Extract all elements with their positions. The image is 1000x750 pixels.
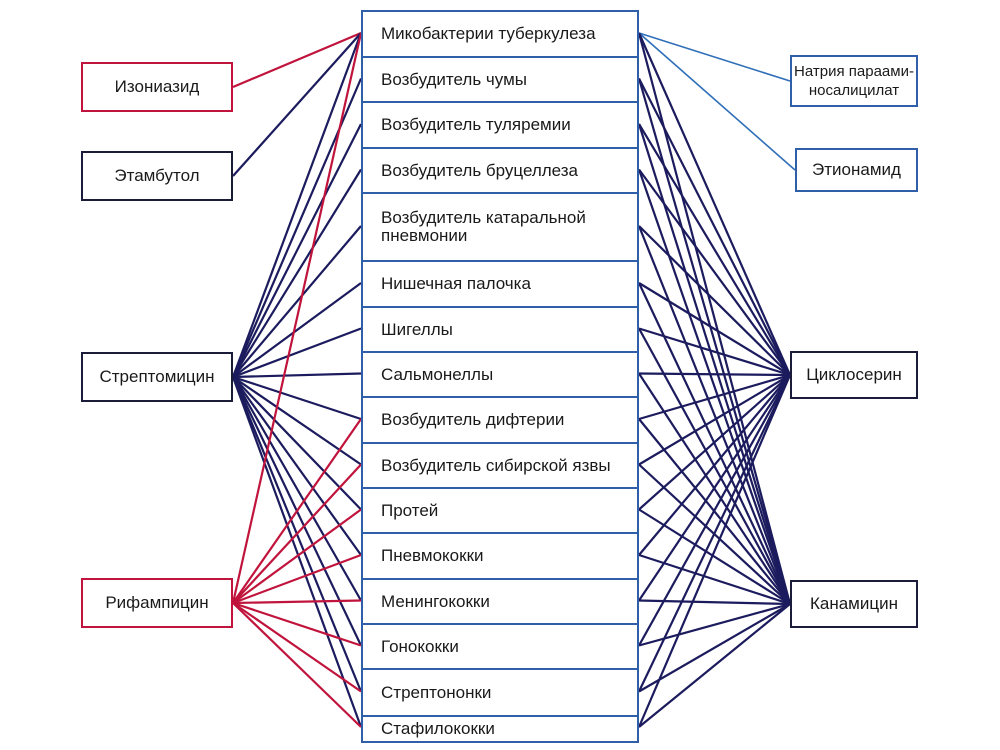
link-kanamycin-6 [638, 327, 791, 605]
link-streptomycin-11 [232, 376, 362, 556]
link-kanamycin-15 [638, 603, 791, 728]
microorganism-row: Нишечная палочка [363, 262, 637, 308]
microorganism-row: Сальмонеллы [363, 353, 637, 398]
link-kanamycin-4 [637, 225, 792, 605]
drug-box-ethionamide: Этионамид [795, 148, 918, 192]
link-streptomycin-6 [232, 327, 362, 379]
drug-box-cycloserine: Циклосерин [790, 351, 918, 399]
link-streptomycin-3 [232, 168, 362, 378]
link-kanamycin-2 [637, 123, 792, 605]
link-kanamycin-5 [638, 282, 791, 605]
microorganism-row: Возбудитель туляремии [363, 103, 637, 149]
microorganism-row: Гонококки [363, 625, 637, 670]
drug-label-line-2: носалицилат [808, 82, 900, 99]
link-rifampicin-14 [232, 602, 362, 693]
drug-label: Этионамид [812, 160, 901, 179]
link-ethambutol-0 [232, 32, 362, 177]
link-kanamycin-7 [638, 372, 791, 605]
link-kanamycin-12 [638, 599, 791, 606]
microorganism-row: Возбудитель катаральной пневмонии [363, 194, 637, 262]
link-streptomycin-8 [232, 375, 362, 421]
microorganism-row: Менингококки [363, 580, 637, 625]
microorganism-row: Стафилококки [381, 719, 495, 738]
link-cycloserine-7 [638, 372, 791, 377]
link-kanamycin-13 [638, 602, 791, 647]
microorganism-row: Протей [363, 489, 637, 534]
link-kanamycin-1 [637, 78, 792, 605]
microorganism-row: Возбудитель чумы [363, 58, 637, 103]
microorganism-row: Шигеллы [363, 308, 637, 353]
link-kanamycin-14 [638, 603, 791, 693]
link-rifampicin-9 [232, 463, 362, 604]
link-streptomycin-9 [232, 376, 362, 466]
drug-box-streptomycin: Стрептомицин [81, 352, 233, 402]
link-rifampicin-10 [232, 508, 362, 604]
link-streptomycin-5 [232, 282, 362, 378]
microorganism-row: Возбудитель сибирской язвы [363, 444, 637, 489]
link-pas-0 [638, 32, 791, 82]
link-ethionamide-0 [638, 32, 796, 171]
microorganism-row: Пневмококки [363, 534, 637, 580]
drug-label: Циклосерин [806, 365, 902, 384]
link-kanamycin-9 [638, 463, 791, 605]
link-rifampicin-13 [232, 601, 362, 647]
microorganism-row: Микобактерии туберкулеза [363, 12, 637, 58]
microorganism-row: Стрептононки [363, 670, 637, 717]
link-kanamycin-0 [637, 32, 792, 605]
microorganism-row: Возбудитель бруцеллеза [363, 149, 637, 194]
link-cycloserine-0 [637, 32, 792, 376]
link-streptomycin-4 [232, 225, 362, 378]
link-cycloserine-15 [637, 374, 792, 728]
link-streptomycin-2 [232, 123, 362, 378]
link-kanamycin-10 [638, 508, 791, 605]
microorganism-row: Возбудитель дифтерии [363, 398, 637, 444]
microorganism-list: Микобактерии туберкулеза Возбудитель чум… [361, 10, 639, 743]
link-isoniazid-0 [232, 31, 362, 89]
link-streptomycin-15 [231, 376, 363, 728]
drug-box-rifampicin: Рифампицин [81, 578, 233, 628]
link-kanamycin-8 [638, 418, 791, 605]
drug-label: Рифампицин [105, 593, 209, 612]
drug-box-isoniazid: Изониазид [81, 62, 233, 112]
link-kanamycin-11 [638, 553, 791, 606]
link-cycloserine-5 [638, 282, 791, 376]
link-rifampicin-0 [231, 32, 363, 604]
link-rifampicin-15 [232, 602, 362, 728]
link-cycloserine-4 [638, 225, 791, 376]
drug-box-pas: Натрия параами- носалицилат [790, 55, 918, 107]
drug-box-kanamycin: Канамицин [790, 580, 918, 628]
drug-label-line-1: Натрия параами- [794, 63, 914, 80]
link-streptomycin-0 [231, 32, 363, 378]
link-rifampicin-12 [232, 599, 362, 605]
link-streptomycin-7 [232, 372, 362, 379]
link-kanamycin-3 [637, 169, 792, 605]
drug-label: Канамицин [809, 594, 898, 613]
drug-box-ethambutol: Этамбутол [81, 151, 233, 201]
link-rifampicin-8 [232, 418, 362, 604]
link-rifampicin-11 [232, 553, 362, 605]
drug-label: Изониазид [114, 77, 200, 96]
drug-label: Стрептомицин [99, 367, 215, 386]
drug-label: Этамбутол [114, 166, 200, 185]
